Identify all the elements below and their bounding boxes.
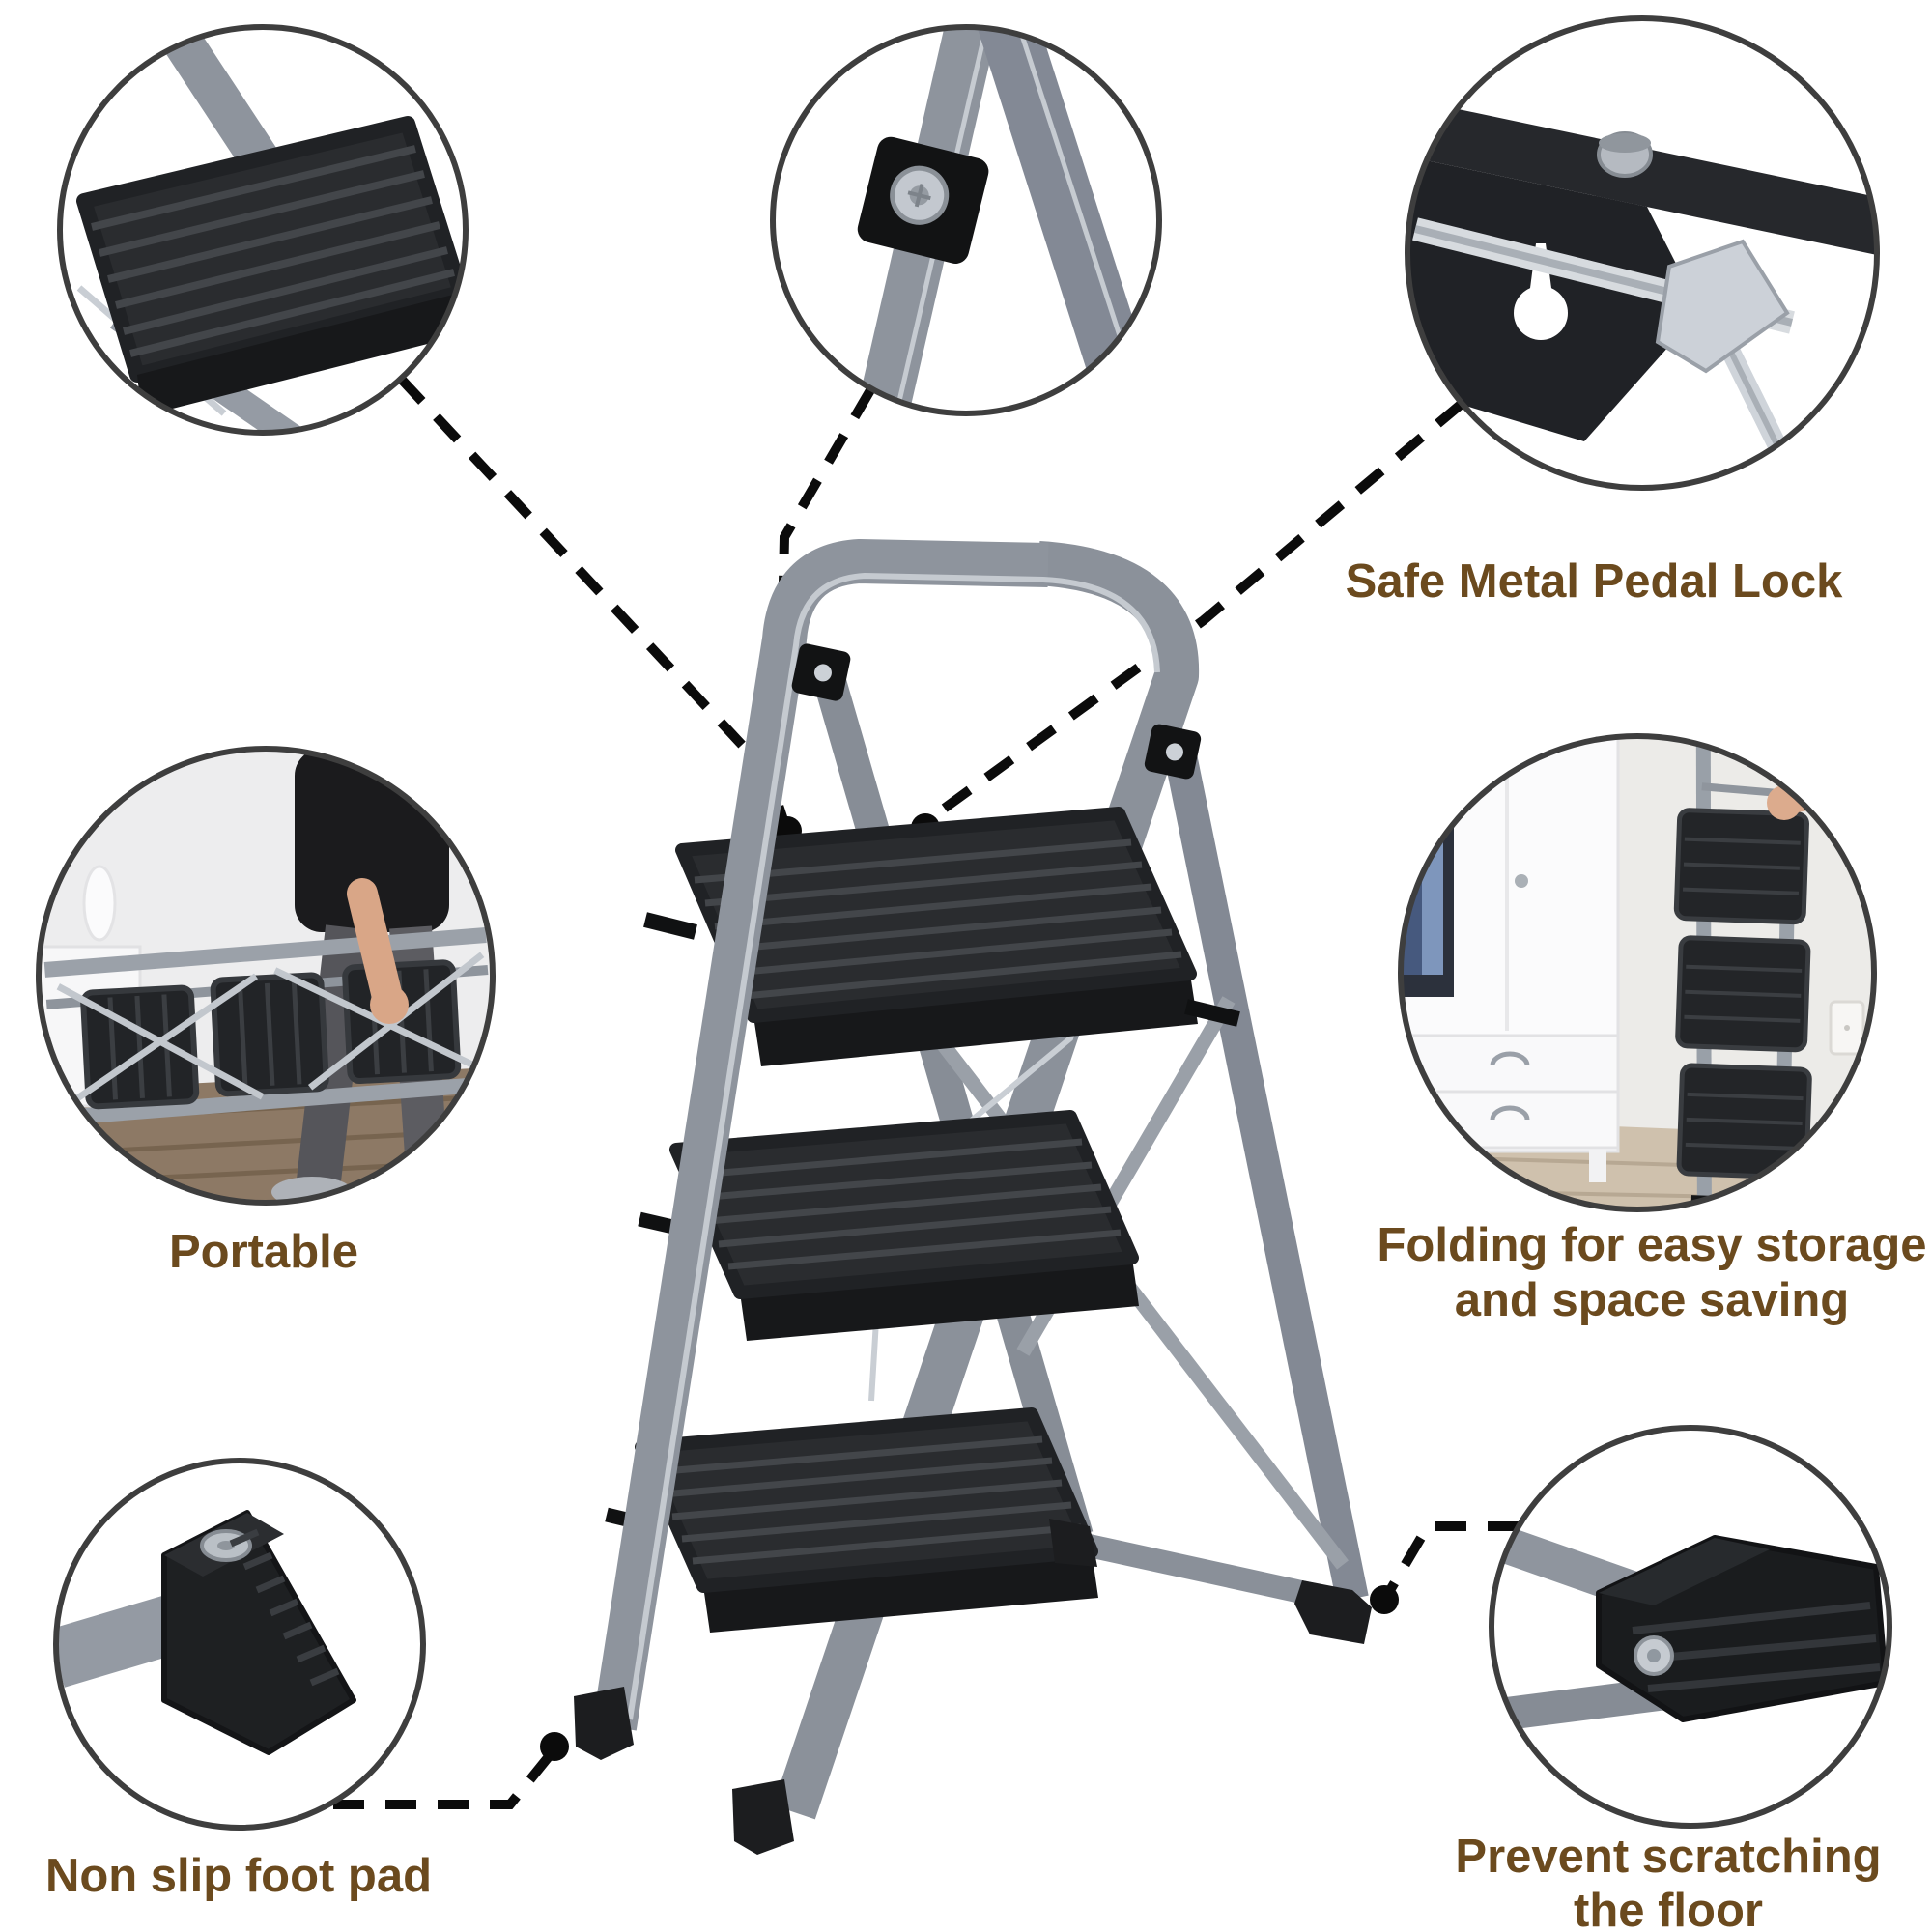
hand-arm — [1779, 772, 1874, 813]
person-arm — [347, 878, 403, 1012]
connector-tread-detail — [397, 375, 789, 825]
detail-circle-floor-protector — [1492, 1428, 1889, 1826]
front-right-rail — [773, 541, 1200, 1820]
keyhole — [1514, 286, 1568, 340]
folded-ladder-horizontal — [43, 927, 493, 1126]
wardrobe — [1401, 736, 1620, 1182]
ring-step-tread — [57, 24, 469, 436]
person-leg — [297, 924, 370, 1183]
ladder-illustration — [574, 539, 1372, 1855]
foot-wedge — [161, 1510, 356, 1755]
ring-storage — [1398, 733, 1877, 1212]
step-2-ribs — [687, 1138, 1122, 1270]
ring-portable — [36, 746, 496, 1206]
caption-pedal-lock: Safe Metal Pedal Lock — [1346, 555, 1843, 608]
circle-rings — [36, 15, 1892, 1831]
ring-hinge — [770, 24, 1162, 416]
connector-floor-protect-detail — [1384, 1521, 1519, 1595]
rail-highlight — [627, 572, 1160, 1720]
caption-folding-line2: and space saving — [1455, 1274, 1850, 1326]
step-1-right-rod — [1184, 999, 1240, 1027]
hinge-knob-left — [791, 643, 851, 701]
detail-circle-step-tread — [60, 27, 466, 433]
step-2 — [638, 1110, 1139, 1341]
step-3 — [605, 1407, 1098, 1633]
front-left-rail-handle — [592, 539, 1049, 1731]
rear-left-foot-cap — [1049, 1519, 1097, 1567]
caption-prevent-line1: Prevent scratching — [1455, 1831, 1881, 1883]
caption-portable: Portable — [169, 1226, 358, 1278]
detail-circle-foot-wedge — [56, 1461, 423, 1828]
folded-ladder-vertical — [1673, 743, 1812, 1209]
person-hand — [370, 985, 409, 1024]
detail-circle-pedal-lock — [1407, 18, 1877, 488]
rear-right-leg — [1164, 752, 1369, 1603]
hinge-knob-right — [1144, 724, 1202, 780]
caption-foot-pad: Non slip foot pad — [45, 1850, 432, 1902]
lock-tab — [1655, 239, 1790, 374]
ring-foot-wedge — [53, 1458, 426, 1831]
connector-foot-pad-detail — [333, 1750, 554, 1809]
rear-left-leg — [812, 673, 1094, 1541]
ring-pedal-lock — [1405, 15, 1880, 491]
ring-floor-protector — [1489, 1425, 1892, 1829]
front-right-foot-cap — [732, 1779, 794, 1855]
step-3-ribs — [652, 1435, 1082, 1565]
dot-foot-pad — [540, 1732, 569, 1761]
rear-right-foot-cap — [1294, 1580, 1372, 1644]
sneaker — [393, 1181, 470, 1203]
caption-folding-line1: Folding for easy storage — [1377, 1219, 1926, 1271]
detail-circle-hinge — [773, 27, 1159, 413]
caption-prevent-line2: the floor — [1574, 1885, 1763, 1932]
step-1-hinge-rod — [643, 912, 697, 940]
hinge-knob-closeup — [857, 136, 989, 264]
connector-pedal-lock-detail — [926, 400, 1465, 824]
dot-floor-protect — [1370, 1585, 1399, 1614]
front-left-foot-cap — [574, 1687, 634, 1760]
